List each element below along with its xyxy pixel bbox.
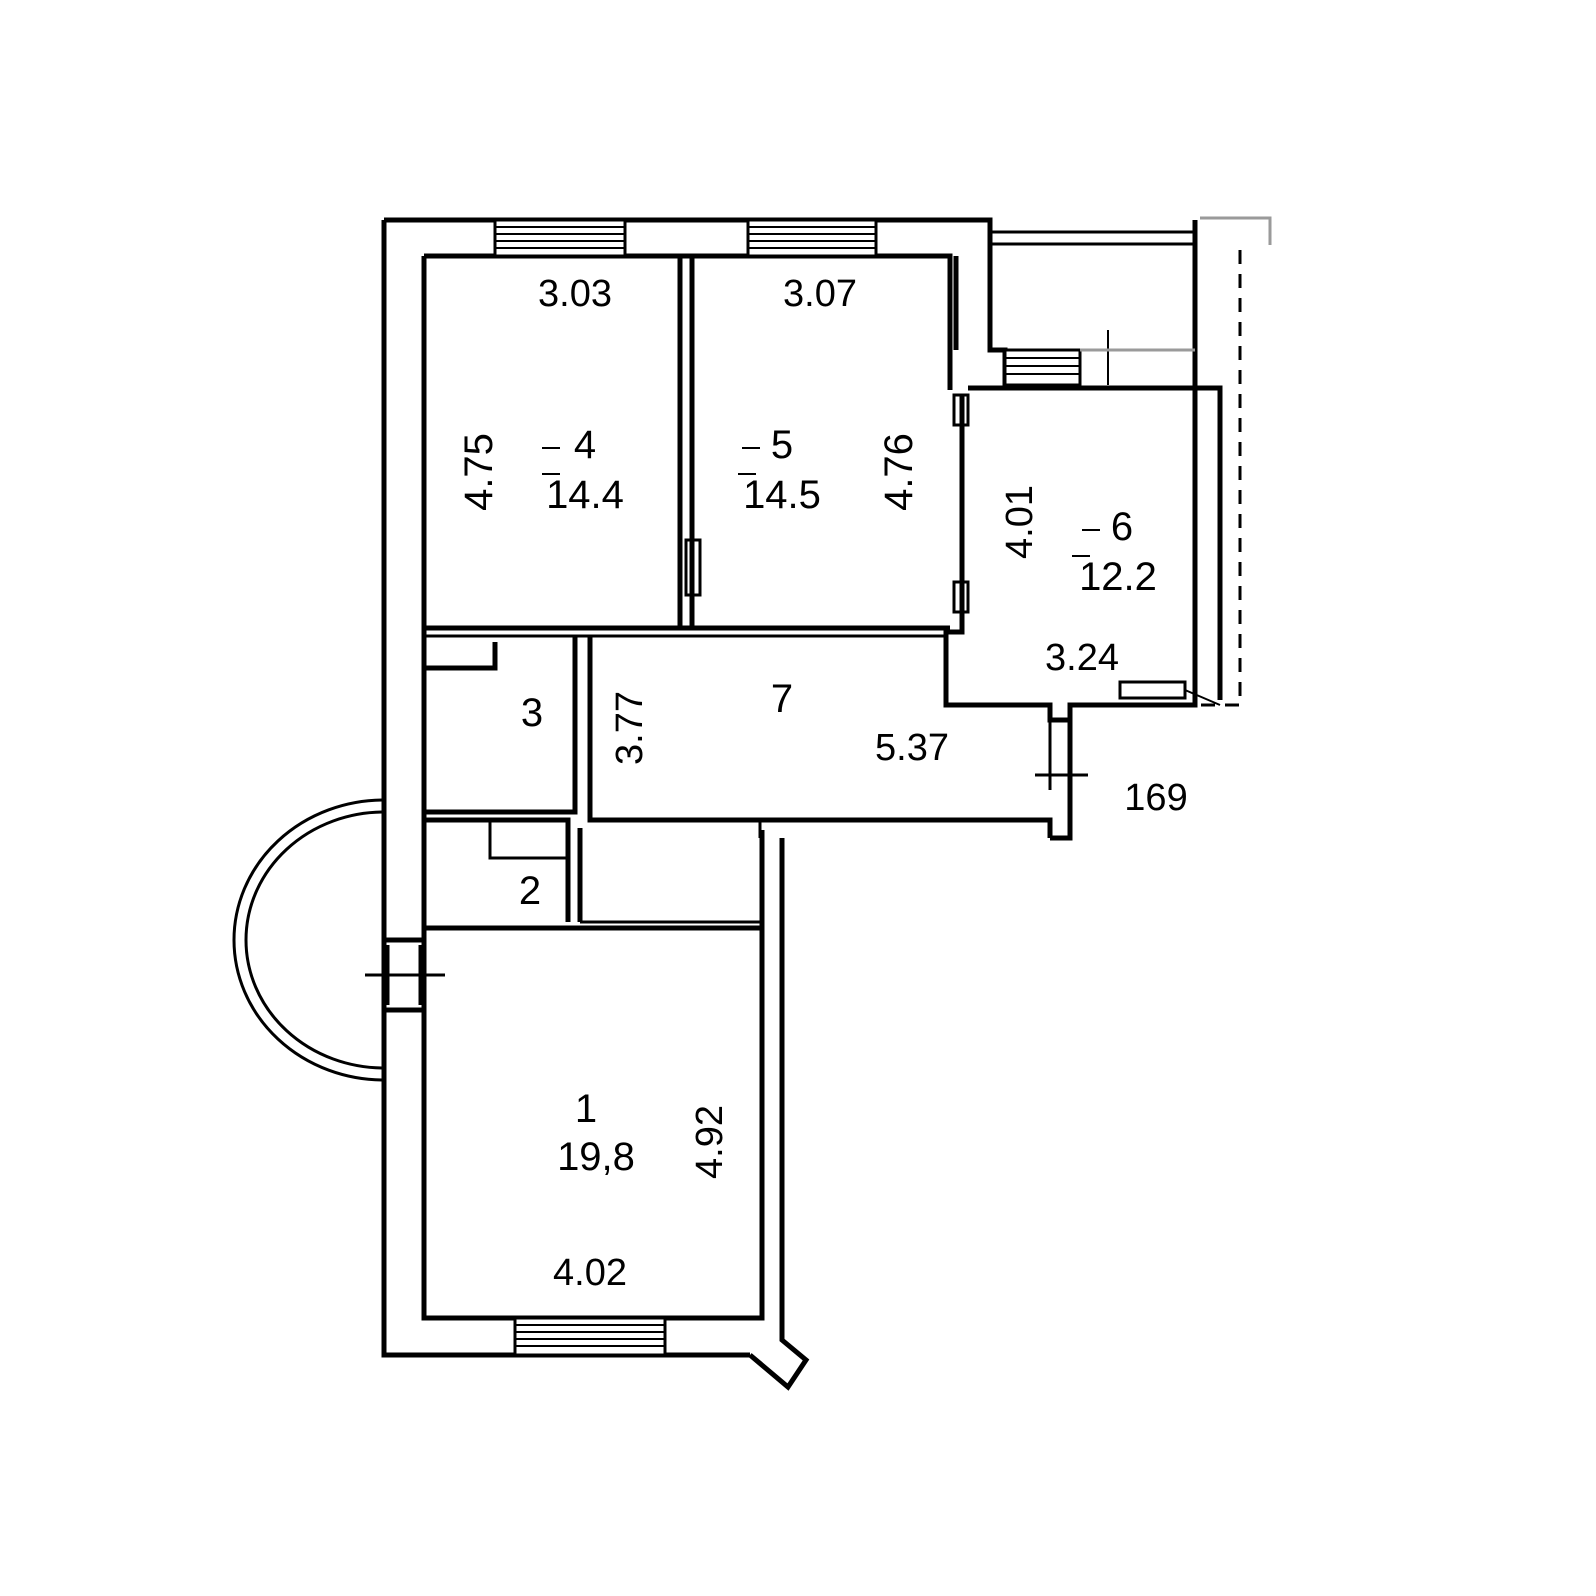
room-1-depth: 4.92 [689, 1105, 731, 1179]
window-room-5 [746, 218, 878, 258]
room-5-number: 5 [771, 423, 793, 467]
room-5-width: 3.07 [783, 273, 857, 315]
room-4-width: 3.03 [538, 273, 612, 315]
balcony [990, 216, 1272, 841]
interior-walls [424, 256, 950, 638]
window-room-1 [513, 1316, 667, 1357]
room-1-number: 1 [575, 1087, 597, 1131]
window-room-6 [1003, 330, 1109, 387]
room-7-width: 5.37 [875, 727, 949, 769]
room-7-number: 7 [771, 677, 793, 721]
room-4-number: 4 [574, 423, 596, 467]
room-6-width: 3.24 [1045, 637, 1119, 679]
room-1-width: 4.02 [553, 1252, 627, 1294]
room-7-depth: 3.77 [609, 691, 651, 765]
service-walls [424, 636, 1053, 931]
room-4-depth: 4.75 [457, 433, 501, 511]
room-3-number: 3 [521, 691, 543, 735]
room-6-number: 6 [1111, 505, 1133, 549]
exterior-walls [381, 217, 1080, 1391]
room-6-area: 12.2 [1079, 555, 1157, 599]
room-1-area: 19,8 [557, 1135, 635, 1179]
room-4-area: 14.4 [546, 473, 624, 517]
entrance-dimension: 169 [1124, 777, 1187, 819]
room-2-number: 2 [519, 869, 541, 913]
room-6-walls [943, 385, 1223, 723]
room-5-area: 14.5 [743, 473, 821, 517]
room-6-depth: 4.01 [999, 485, 1041, 559]
window-room-4 [493, 218, 627, 258]
bay-window-arc [232, 798, 445, 1082]
entrance-door [1035, 760, 1088, 790]
room-5-depth: 4.76 [877, 433, 921, 511]
